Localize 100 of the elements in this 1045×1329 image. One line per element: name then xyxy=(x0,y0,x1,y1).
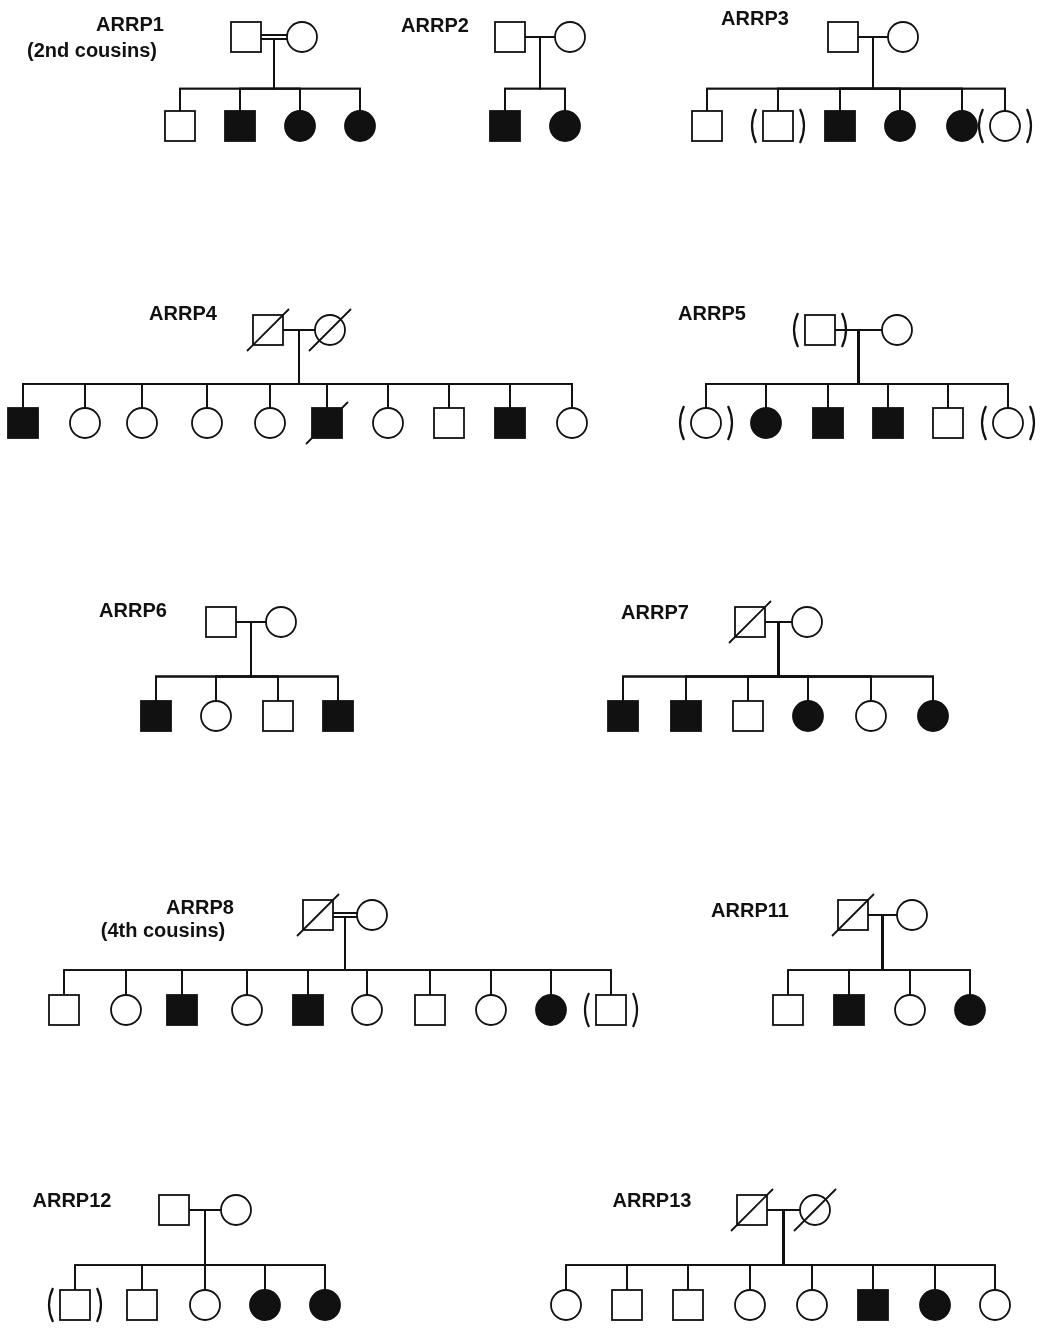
female-circle xyxy=(110,994,142,1026)
pedigree-label: ARRP6 xyxy=(99,599,167,621)
female-circle xyxy=(191,407,223,439)
male-square xyxy=(812,407,844,439)
male-square xyxy=(872,407,904,439)
male-square xyxy=(292,994,324,1026)
male-square xyxy=(433,407,465,439)
male-square xyxy=(581,994,641,1026)
male-square xyxy=(205,606,237,638)
female-circle xyxy=(796,1289,828,1321)
male-square xyxy=(140,700,172,732)
male-square xyxy=(322,700,354,732)
male-square xyxy=(732,700,764,732)
male-square xyxy=(790,314,850,346)
male-square xyxy=(489,110,521,142)
female-circle xyxy=(308,308,352,352)
female-circle xyxy=(372,407,404,439)
male-square xyxy=(126,1289,158,1321)
female-circle xyxy=(69,407,101,439)
female-circle xyxy=(475,994,507,1026)
female-circle xyxy=(344,110,376,142)
mating-line xyxy=(333,912,357,918)
pedigree-label: ARRP7 xyxy=(621,601,689,623)
male-square xyxy=(748,110,808,142)
male-square xyxy=(224,110,256,142)
male-square xyxy=(831,893,875,937)
female-circle xyxy=(549,110,581,142)
female-circle xyxy=(946,110,978,142)
pedigree-label: ARRP8 xyxy=(166,896,234,918)
male-square xyxy=(670,700,702,732)
female-circle xyxy=(676,407,736,439)
female-circle xyxy=(265,606,297,638)
female-circle xyxy=(791,606,823,638)
male-square xyxy=(932,407,964,439)
pedigree-label: ARRP1 xyxy=(96,13,164,35)
female-circle xyxy=(793,1188,837,1232)
female-circle xyxy=(356,899,388,931)
male-square xyxy=(246,308,290,352)
female-circle xyxy=(792,700,824,732)
male-square xyxy=(833,994,865,1026)
male-square xyxy=(494,21,526,53)
pedigree-label: ARRP4 xyxy=(149,302,217,324)
female-circle xyxy=(254,407,286,439)
male-square xyxy=(7,407,39,439)
female-circle xyxy=(884,110,916,142)
female-circle xyxy=(919,1289,951,1321)
female-circle xyxy=(750,407,782,439)
male-square xyxy=(305,401,349,445)
female-circle xyxy=(978,407,1038,439)
male-square xyxy=(728,600,772,644)
male-square xyxy=(262,700,294,732)
male-square xyxy=(166,994,198,1026)
female-circle xyxy=(881,314,913,346)
male-square xyxy=(494,407,526,439)
male-square xyxy=(607,700,639,732)
female-circle xyxy=(896,899,928,931)
female-circle xyxy=(309,1289,341,1321)
male-square xyxy=(824,110,856,142)
female-circle xyxy=(975,110,1035,142)
mating-line xyxy=(261,34,287,40)
male-square xyxy=(414,994,446,1026)
male-square xyxy=(857,1289,889,1321)
female-circle xyxy=(189,1289,221,1321)
pedigree-label: ARRP12 xyxy=(32,1189,112,1211)
female-circle xyxy=(554,21,586,53)
female-circle xyxy=(535,994,567,1026)
pedigree-label: (4th cousins) xyxy=(100,919,226,941)
female-circle xyxy=(284,110,316,142)
female-circle xyxy=(855,700,887,732)
pedigree-label: ARRP13 xyxy=(612,1189,692,1211)
female-circle xyxy=(286,21,318,53)
female-circle xyxy=(351,994,383,1026)
male-square xyxy=(230,21,262,53)
descent-line xyxy=(539,36,566,112)
female-circle xyxy=(894,994,926,1026)
female-circle xyxy=(734,1289,766,1321)
female-circle xyxy=(887,21,919,53)
pedigree-label: ARRP11 xyxy=(711,899,789,921)
male-square xyxy=(164,110,196,142)
pedigree-label: (2nd cousins) xyxy=(27,39,157,61)
male-square xyxy=(45,1289,105,1321)
male-square xyxy=(730,1188,774,1232)
female-circle xyxy=(249,1289,281,1321)
female-circle xyxy=(979,1289,1011,1321)
female-circle xyxy=(231,994,263,1026)
male-square xyxy=(158,1194,190,1226)
male-square xyxy=(672,1289,704,1321)
female-circle xyxy=(954,994,986,1026)
male-square xyxy=(296,893,340,937)
male-square xyxy=(691,110,723,142)
male-square xyxy=(611,1289,643,1321)
pedigree-label: ARRP5 xyxy=(678,302,746,324)
male-square xyxy=(772,994,804,1026)
female-circle xyxy=(126,407,158,439)
female-circle xyxy=(556,407,588,439)
male-square xyxy=(827,21,859,53)
pedigree-label: ARRP3 xyxy=(721,7,789,29)
pedigree-label: ARRP2 xyxy=(401,14,469,36)
female-circle xyxy=(220,1194,252,1226)
male-square xyxy=(48,994,80,1026)
